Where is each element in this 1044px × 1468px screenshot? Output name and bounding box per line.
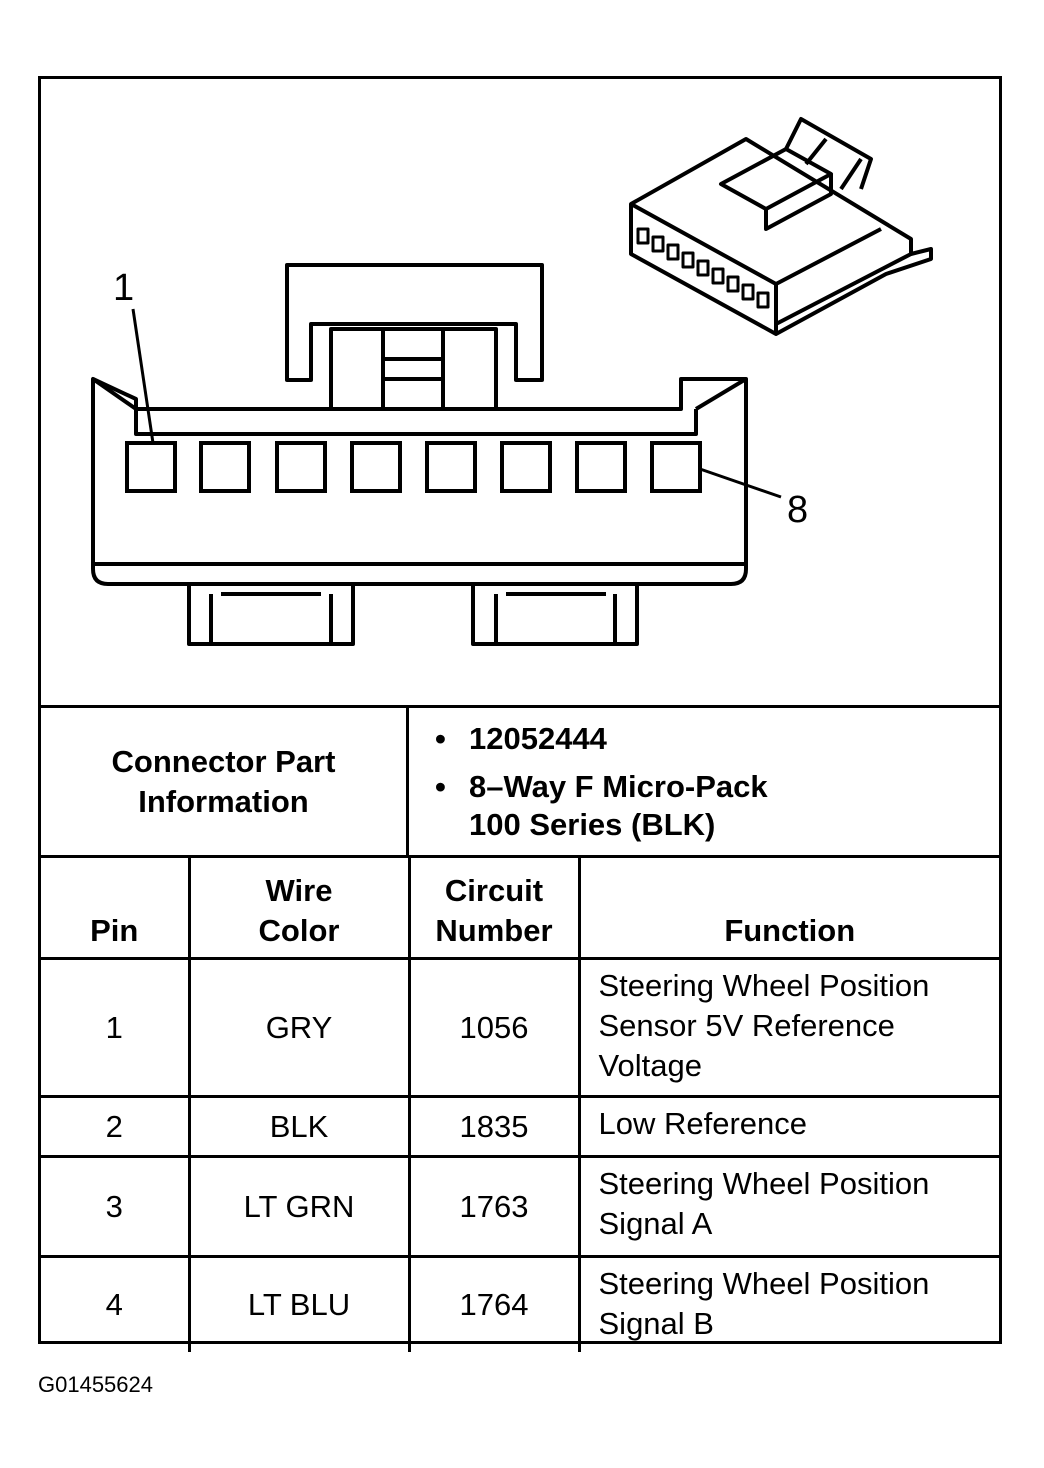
wire-color-cell: LT BLU — [189, 1255, 411, 1352]
pinout-header-row: Pin Wire Color Circuit Number Function — [41, 855, 999, 959]
connector-part-number: 12052444 — [435, 720, 999, 758]
circuit-number-cell: 1764 — [409, 1255, 581, 1352]
table-row: 4 LT BLU 1764 Steering Wheel Position Si… — [41, 1255, 999, 1352]
pin-1-callout: 1 — [113, 267, 135, 309]
pin-cavity-4 — [350, 441, 402, 493]
pin-cell: 1 — [41, 957, 191, 1097]
pin-cell: 2 — [41, 1095, 191, 1157]
pin-cavity-8 — [650, 441, 702, 493]
pin-cavity-2 — [199, 441, 251, 493]
table-row: 1 GRY 1056 Steering Wheel Position Senso… — [41, 957, 999, 1097]
header-wire-color: Wire Color — [189, 855, 411, 959]
pin-1-leader — [131, 308, 155, 444]
connector-info-label: Connector Part Information — [41, 708, 409, 855]
header-circuit-number: Circuit Number — [409, 855, 581, 959]
table-row: 3 LT GRN 1763 Steering Wheel Position Si… — [41, 1155, 999, 1257]
connector-diagram-frame: 1 8 Connector Part Information 12052444 … — [38, 76, 1002, 1352]
pin-8-callout: 8 — [787, 489, 809, 531]
pin-cavity-6 — [500, 441, 552, 493]
connector-drawing: 1 8 — [41, 79, 999, 705]
function-cell: Steering Wheel Position Signal A — [579, 1155, 999, 1257]
connector-part-information: Connector Part Information 12052444 8–Wa… — [41, 705, 999, 855]
circuit-number-cell: 1835 — [409, 1095, 581, 1157]
function-cell: Steering Wheel Position Signal B — [579, 1255, 999, 1352]
wire-color-cell: LT GRN — [189, 1155, 411, 1257]
header-function: Function — [579, 855, 999, 959]
pin-8-leader — [699, 467, 782, 499]
pin-cell: 3 — [41, 1155, 191, 1257]
figure-id: G01455624 — [38, 1372, 153, 1397]
table-row: 2 BLK 1835 Low Reference — [41, 1095, 999, 1157]
pin-cell: 4 — [41, 1255, 191, 1352]
connector-face-illustration — [91, 117, 933, 646]
connector-info-list: 12052444 8–Way F Micro-Pack 100 Series (… — [409, 708, 999, 855]
connector-description: 8–Way F Micro-Pack 100 Series (BLK) — [435, 768, 999, 844]
wire-color-cell: GRY — [189, 957, 411, 1097]
function-cell: Steering Wheel Position Sensor 5V Refere… — [579, 957, 999, 1097]
pin-cavity-5 — [425, 441, 477, 493]
pinout-table: Pin Wire Color Circuit Number Function 1… — [41, 855, 999, 1352]
circuit-number-cell: 1056 — [409, 957, 581, 1097]
pin-cavity-3 — [275, 441, 327, 493]
wire-color-cell: BLK — [189, 1095, 411, 1157]
function-cell: Low Reference — [579, 1095, 999, 1157]
pin-cavity-1 — [125, 441, 177, 493]
header-pin: Pin — [41, 855, 191, 959]
circuit-number-cell: 1763 — [409, 1155, 581, 1257]
connector-isometric-view — [629, 117, 933, 336]
pin-cavity-7 — [575, 441, 627, 493]
